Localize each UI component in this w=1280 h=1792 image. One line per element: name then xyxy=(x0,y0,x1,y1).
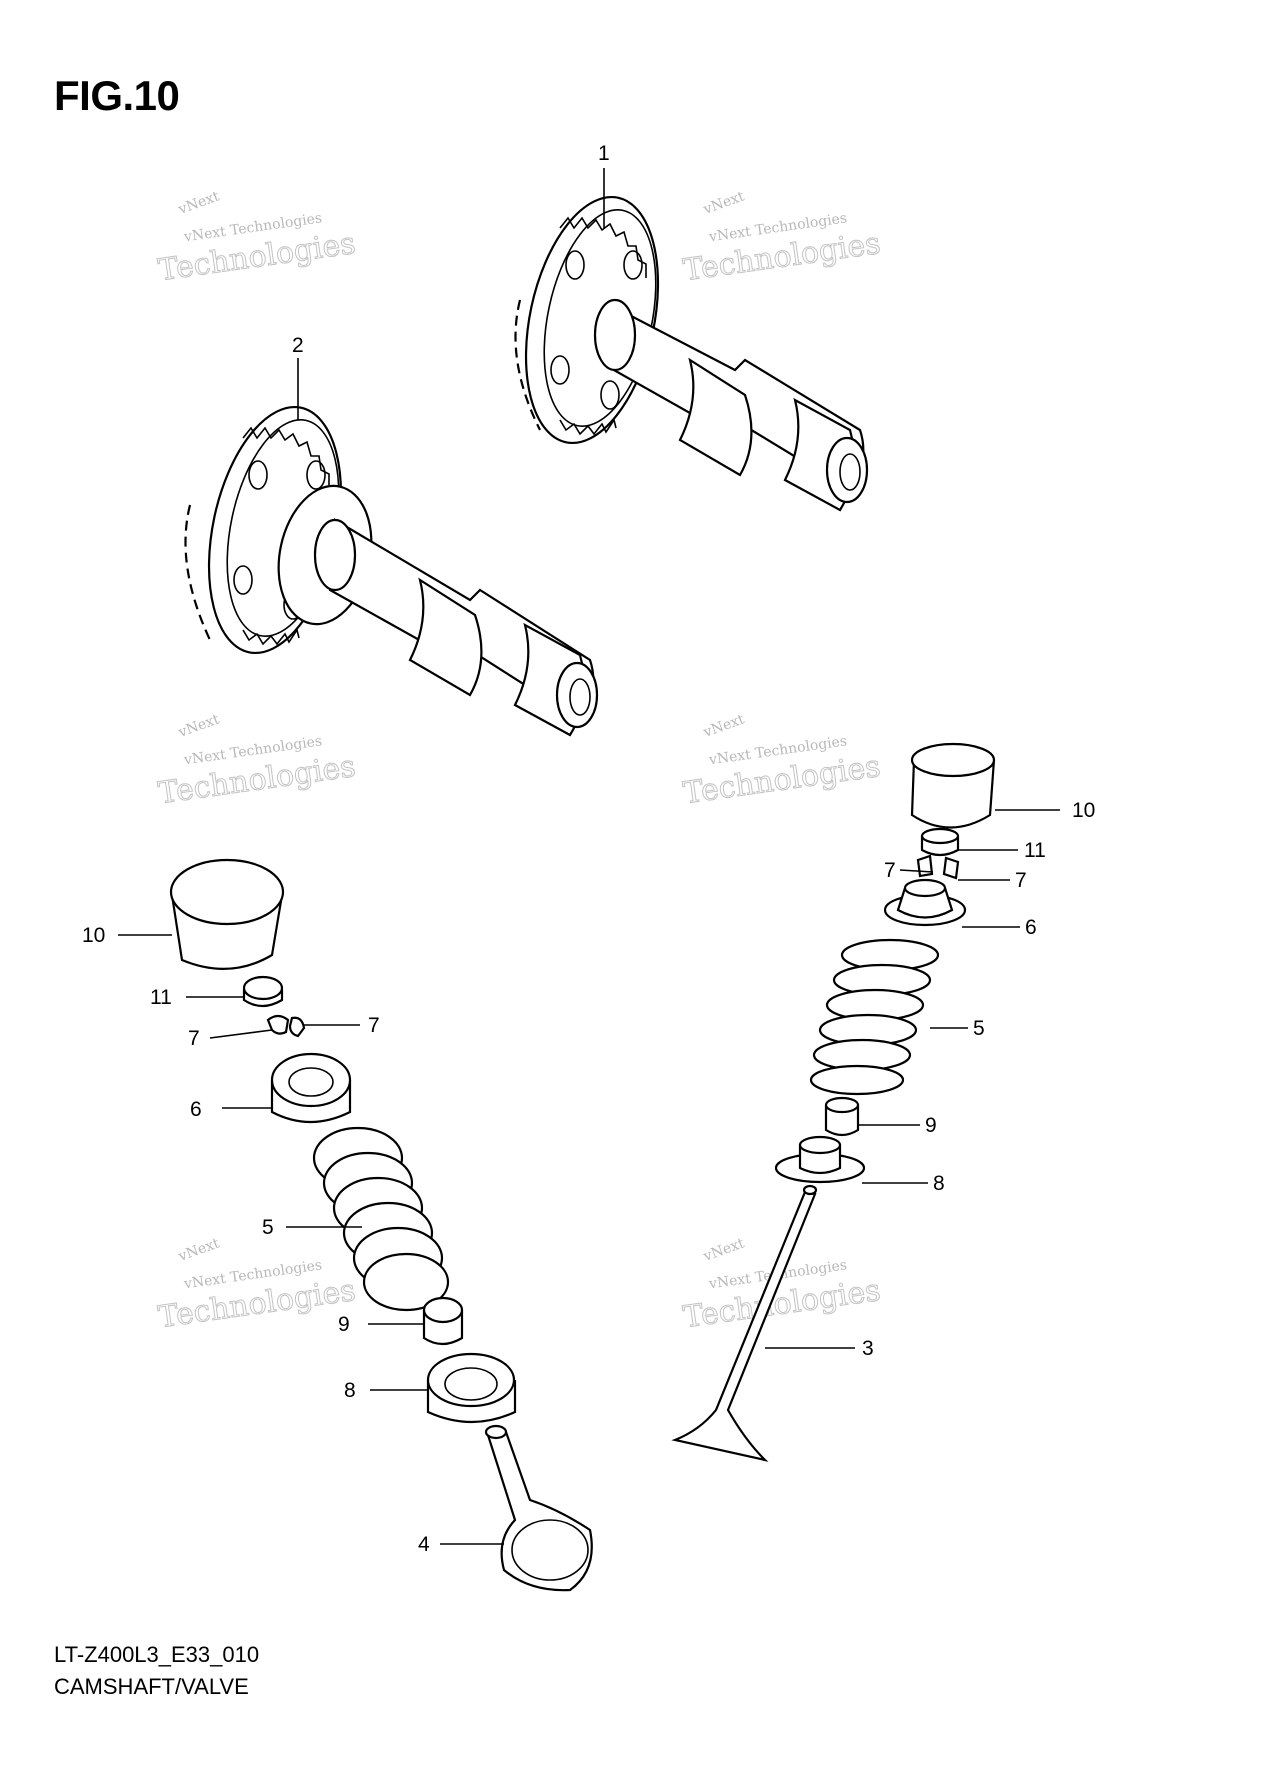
tappet-right xyxy=(910,742,996,829)
drawing-code: LT-Z400L3_E33_010 xyxy=(54,1642,260,1667)
watermark-group: vNext vNext Technologies Technologies vN… xyxy=(156,188,883,1335)
callout-seat-left: 8 xyxy=(344,1379,356,1402)
callout-camshaft-2: 2 xyxy=(292,334,304,357)
callout-seat-right: 8 xyxy=(933,1172,945,1195)
spring-right xyxy=(809,938,940,1096)
camshaft-1 xyxy=(514,195,869,512)
retainer-right xyxy=(883,878,967,927)
seat-right xyxy=(774,1135,866,1184)
valve-right xyxy=(671,1184,818,1462)
watermark-text: vNext xyxy=(701,1235,747,1265)
callout-retainer-left: 6 xyxy=(190,1098,202,1121)
callout-cotter-left-b: 7 xyxy=(368,1014,380,1037)
figure-title: FIG.10 xyxy=(54,72,180,119)
watermark-text: vNext xyxy=(176,711,222,741)
callout-spring-left: 5 xyxy=(262,1216,274,1239)
callout-tappet-right: 10 xyxy=(1072,799,1095,822)
callout-valve-4: 4 xyxy=(418,1533,430,1556)
callout-tappet-left: 10 xyxy=(82,924,105,947)
cotters-left xyxy=(266,1014,306,1038)
watermark-text: vNext xyxy=(176,1235,222,1265)
drawing-name: CAMSHAFT/VALVE xyxy=(54,1674,249,1699)
watermark-text: vNext xyxy=(701,188,747,218)
callout-camshaft-1: 1 xyxy=(598,142,610,165)
leader-lines xyxy=(118,168,1060,1545)
retainer-left xyxy=(270,1052,352,1124)
callout-labels: 1 2 10 11 7 7 6 5 9 8 3 10 11 7 7 6 5 9 … xyxy=(82,142,1095,1556)
callout-valve-3: 3 xyxy=(862,1337,874,1360)
camshaft-2 xyxy=(184,405,599,737)
shim-left xyxy=(242,975,284,1008)
tappet-left xyxy=(169,858,285,970)
cotters-right xyxy=(916,854,960,880)
callout-spring-right: 5 xyxy=(973,1017,985,1040)
callout-seal-left: 9 xyxy=(338,1313,350,1336)
spring-left xyxy=(312,1126,450,1312)
callout-shim-left: 11 xyxy=(150,986,172,1009)
callout-retainer-right: 6 xyxy=(1025,916,1037,939)
seal-right xyxy=(824,1096,860,1137)
watermark-text: vNext xyxy=(701,711,747,741)
valve-left xyxy=(484,1424,593,1592)
callout-cotter-right-a: 7 xyxy=(884,859,896,882)
callout-cotter-left-a: 7 xyxy=(188,1027,200,1050)
seal-left xyxy=(422,1296,464,1346)
callout-shim-right: 11 xyxy=(1024,839,1046,862)
shim-right xyxy=(920,827,960,857)
callout-cotter-right-b: 7 xyxy=(1015,869,1027,892)
seat-left xyxy=(426,1352,517,1424)
callout-seal-right: 9 xyxy=(925,1114,937,1137)
watermark-text: vNext xyxy=(176,188,222,218)
